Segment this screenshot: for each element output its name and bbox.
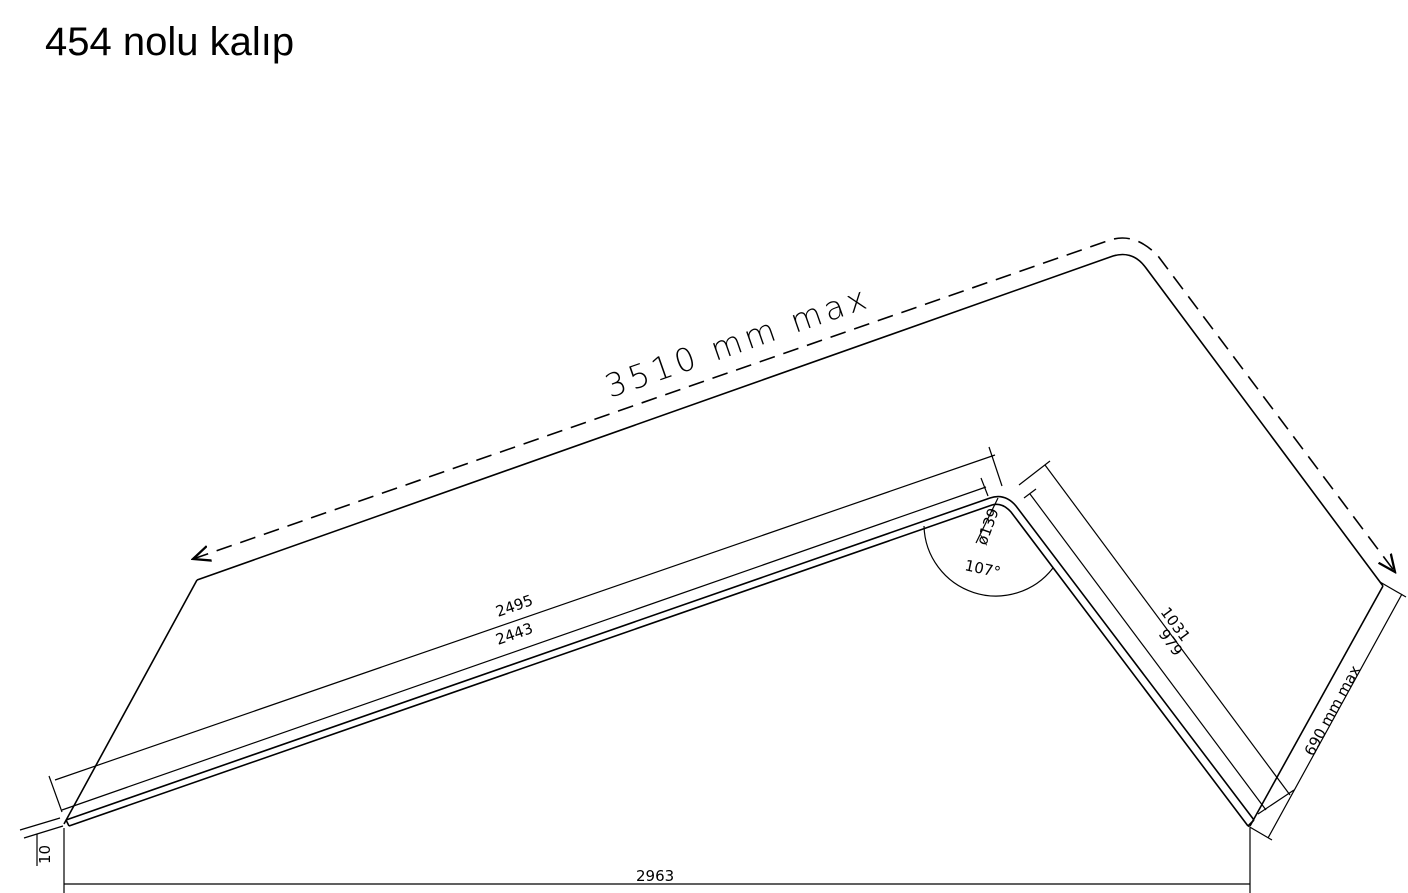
profile-shape (65, 495, 1255, 827)
angle-arc (923, 525, 1054, 597)
bend-diameter-label: ø139 (973, 506, 1003, 548)
thickness-label: 10 (36, 845, 54, 864)
dim-690-line (1267, 593, 1403, 839)
dim-thickness (19, 817, 64, 866)
profile-outer-line (65, 495, 1255, 821)
dim-3510-label: 3510 mm max (600, 278, 875, 406)
dim-690 (1247, 581, 1407, 841)
dim-1031 (1018, 460, 1295, 815)
dim-1031-line (1044, 464, 1291, 796)
dim-2963 (63, 828, 1251, 893)
dim-2495-ext-left (48, 775, 63, 813)
dim-3510 (193, 237, 1395, 572)
thickness-tick-2 (23, 825, 64, 839)
dim-2443-label: 2443 (493, 619, 535, 649)
dim-979-line (1029, 493, 1267, 811)
dim-1031-ext-top (1018, 460, 1051, 486)
dim-2495 (48, 446, 1003, 813)
envelope-left-edge (63, 579, 198, 825)
dim-690-ext-bottom (1247, 825, 1273, 841)
dim-2443-line (61, 486, 987, 811)
dim-2963-label: 2963 (636, 867, 674, 885)
bend-angle-label: 107° (963, 556, 1002, 581)
dim-2443 (61, 477, 989, 811)
dim-690-ext-top (1379, 581, 1407, 598)
dim-2443-ext-right (980, 477, 989, 497)
envelope-outline (63, 253, 1384, 827)
dim-979 (1023, 488, 1267, 811)
dim-2495-line (54, 454, 996, 781)
dim-1031-ext-bottom (1257, 789, 1295, 815)
profile-inner-line (68, 503, 1249, 827)
page-title: 454 nolu kalıp (45, 20, 295, 64)
envelope-right-edge (1249, 585, 1384, 827)
diameter-leader (975, 497, 999, 544)
dim-3510-dashed-line (193, 237, 1395, 572)
envelope-top-edge (196, 253, 1384, 587)
dim-2495-ext-right (988, 446, 1003, 487)
bend-annotation (923, 497, 1054, 597)
dim-979-ext-top (1023, 488, 1037, 499)
thickness-tick-1 (19, 817, 61, 831)
